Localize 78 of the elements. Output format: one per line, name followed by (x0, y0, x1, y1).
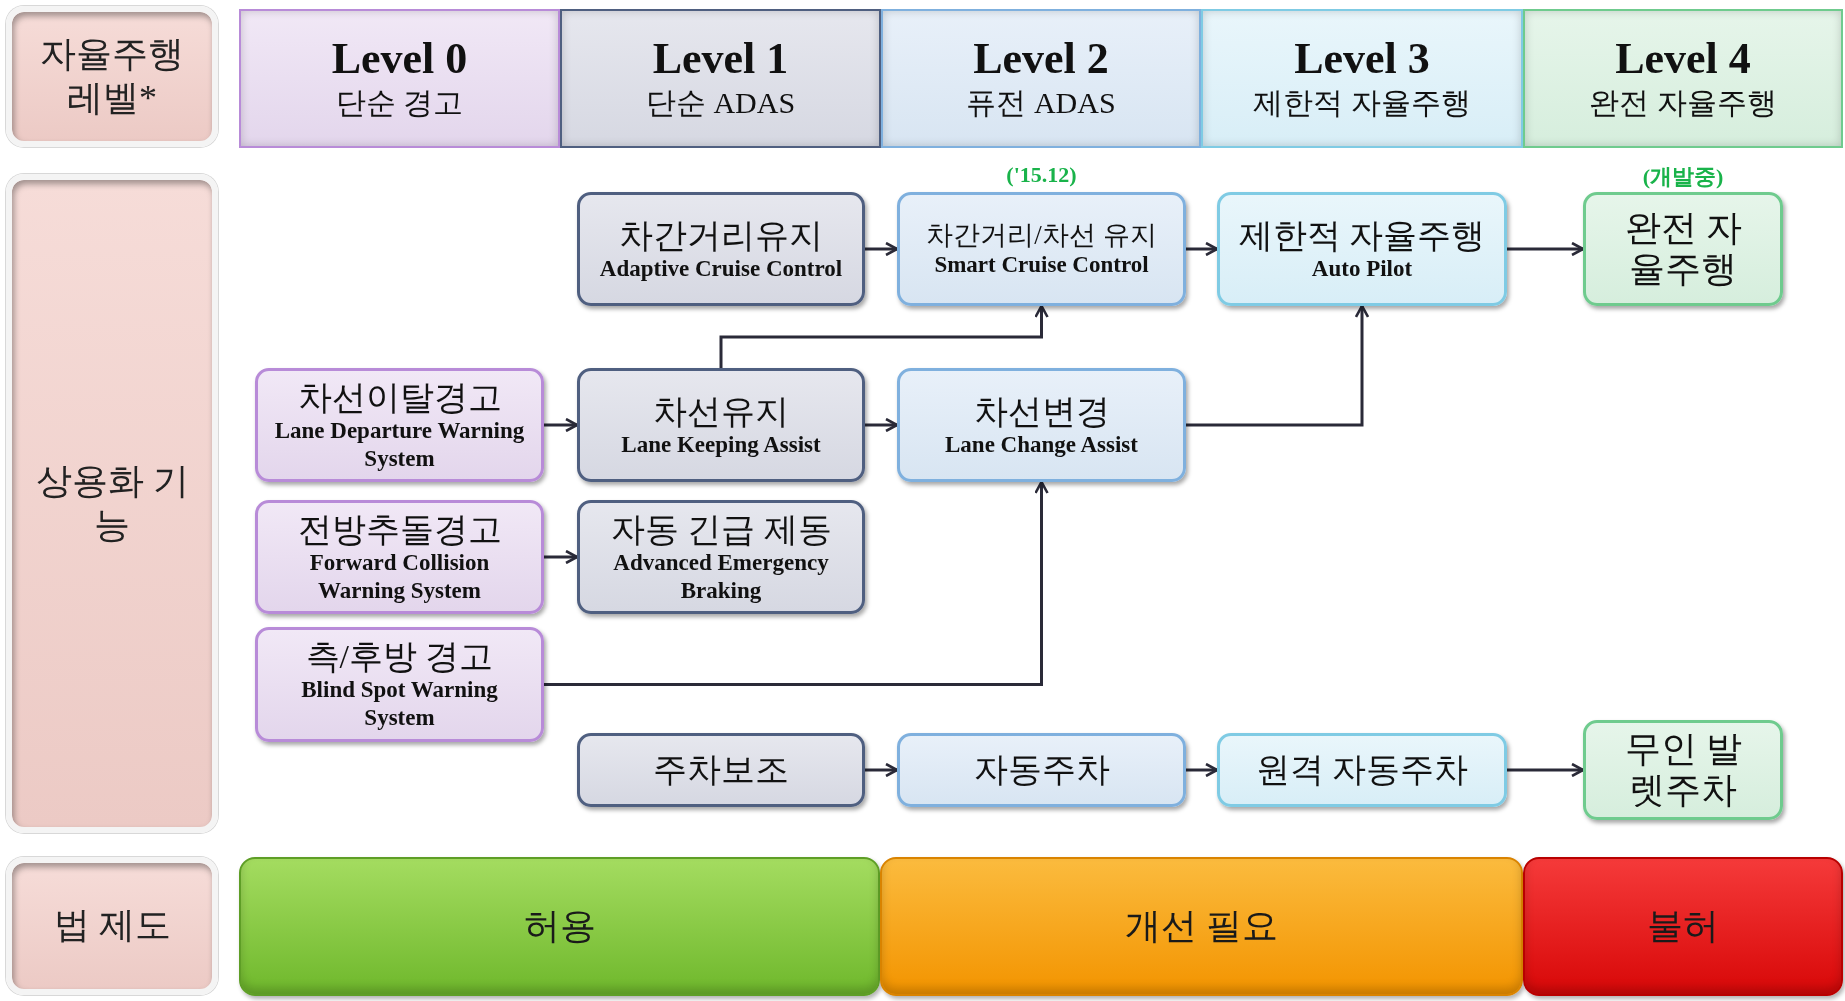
function-name: 자동주차 (973, 750, 1110, 790)
function-name: 차간거리유지 (619, 215, 823, 255)
level-header (239, 9, 560, 148)
function-box (1217, 192, 1507, 306)
level-title: Level 0 (331, 34, 468, 84)
function-name: 주차보조 (653, 750, 789, 790)
function-name: 무인 발렛주차 (1623, 728, 1743, 812)
function-box (577, 368, 865, 482)
function-name: 차선이탈경고 (297, 377, 502, 417)
function-box (897, 368, 1186, 482)
function-english-name: Lane Change Assist (945, 430, 1138, 459)
band-label: 불허 (1647, 905, 1719, 948)
function-english-name: Advanced Emergency Braking (612, 548, 830, 605)
level-subtitle: 퓨전 ADAS (966, 85, 1116, 122)
function-english-name: Auto Pilot (1311, 254, 1413, 283)
function-name: 차간거리/차선 유지 (926, 219, 1157, 251)
level-title: Level 4 (1615, 34, 1751, 84)
level-subtitle: 단순 ADAS (645, 85, 796, 122)
level-subtitle: 단순 경고 (335, 85, 464, 122)
row-label: 자율주행 레벨* (39, 33, 185, 120)
level-title: Level 3 (1294, 34, 1430, 84)
function-box (1217, 733, 1507, 807)
arrow (1186, 304, 1370, 427)
arrow (865, 762, 899, 778)
function-name: 원격 자동주차 (1255, 750, 1469, 790)
function-name: 측/후방 경고 (305, 637, 494, 677)
function-name: 전방추돌경고 (297, 509, 502, 549)
function-name: 차선유지 (653, 391, 789, 431)
function-name: 자동 긴급 제동 (610, 509, 832, 549)
function-english-name: Smart Cruise Control (934, 250, 1149, 279)
function-box (255, 627, 544, 742)
level-header (881, 9, 1201, 148)
release-note: (개발중) (1641, 163, 1725, 191)
band-label: 허용 (523, 905, 596, 948)
arrow (544, 549, 579, 565)
arrow (1186, 241, 1219, 257)
row-header-panel (6, 6, 218, 147)
arrow (544, 480, 1049, 686)
regulation-band (1523, 857, 1843, 996)
level-title: Level 1 (652, 34, 789, 84)
regulation-band (239, 857, 880, 996)
function-name: 제한적 자율주행 (1238, 215, 1486, 255)
arrow (544, 417, 579, 433)
level-header (1201, 9, 1523, 148)
arrow (865, 241, 899, 257)
function-box (897, 192, 1186, 306)
release-note: ('15.12) (1005, 162, 1078, 188)
function-english-name: Forward Collision Warning System (308, 548, 491, 605)
level-header (560, 9, 881, 148)
row-label: 법 제도 (52, 904, 172, 948)
arrow (1507, 762, 1585, 778)
arrow (1507, 241, 1585, 257)
row-header-panel (6, 857, 218, 995)
function-box (255, 500, 544, 614)
function-name: 차선변경 (973, 391, 1110, 431)
band-label: 개선 필요 (1125, 905, 1278, 948)
level-title: Level 2 (973, 34, 1109, 84)
function-box (1583, 720, 1783, 820)
function-box (1583, 192, 1783, 306)
arrow (719, 304, 1049, 368)
function-box (577, 733, 865, 807)
function-box (255, 368, 544, 482)
function-english-name: Lane Departure Warning System (273, 416, 526, 473)
level-subtitle: 제한적 자율주행 (1253, 85, 1471, 122)
function-english-name: Adaptive Cruise Control (599, 254, 843, 283)
arrow (1186, 762, 1219, 778)
function-english-name: Blind Spot Warning System (300, 676, 499, 732)
function-box (577, 192, 865, 306)
level-header (1523, 9, 1843, 148)
function-box (577, 500, 865, 614)
level-subtitle: 완전 자율주행 (1589, 85, 1777, 122)
regulation-band (880, 857, 1523, 996)
function-box (897, 733, 1186, 807)
row-label: 상용화 기능 (34, 460, 190, 547)
row-header-panel (6, 174, 218, 833)
arrow (865, 417, 899, 433)
function-name: 완전 자율주행 (1623, 207, 1743, 291)
function-english-name: Lane Keeping Assist (621, 430, 821, 459)
